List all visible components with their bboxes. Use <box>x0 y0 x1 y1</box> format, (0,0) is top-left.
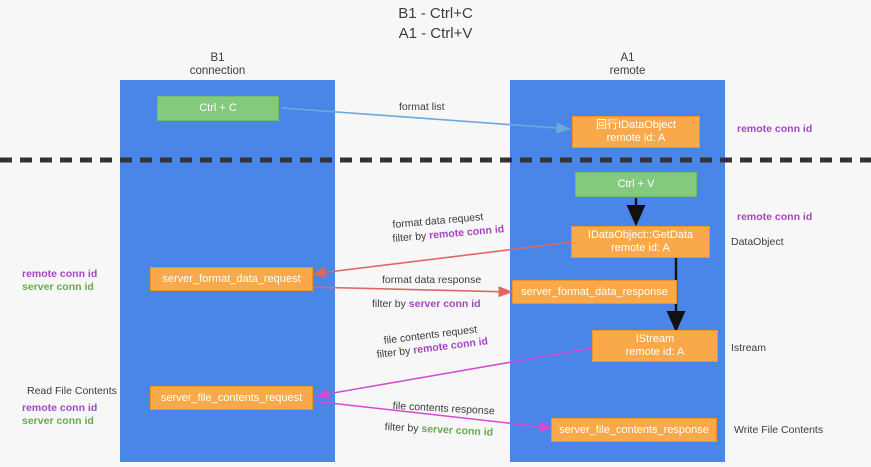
page-title: B1 - Ctrl+C A1 - Ctrl+V <box>398 5 473 42</box>
annotation-read-file-contents: Read File Contents <box>27 385 117 397</box>
label-format-data-response-filter: filter by server conn id <box>372 298 481 311</box>
node-ctrl-v[interactable]: Ctrl + V <box>575 172 697 197</box>
filter-prefix: filter by <box>384 421 422 435</box>
label-format-list: format list <box>399 101 445 113</box>
node-server-format-data-response[interactable]: server_format_data_response <box>512 280 677 304</box>
annotation-left-remote-conn-id-mid: remote conn id <box>22 268 98 280</box>
node-server-file-contents-response[interactable]: server_file_contents_response <box>551 418 717 442</box>
filter-value: server conn id <box>408 298 481 310</box>
annotation-dataobject: DataObject <box>731 236 784 248</box>
annotation-left-server-conn-id-bottom: server conn id <box>22 415 94 427</box>
column-header-b1: B1 connection <box>189 52 246 77</box>
node-idataobject-getdata[interactable]: IDataObject::GetData remote id: A <box>571 226 710 258</box>
node-ctrl-c[interactable]: Ctrl + C <box>157 96 279 121</box>
node-istream[interactable]: IStream remote id: A <box>592 330 718 362</box>
annotation-left-server-conn-id-mid: server conn id <box>22 281 94 293</box>
annotation-istream: Istream <box>731 342 767 354</box>
annotation-remote-conn-id-top: remote conn id <box>737 123 813 135</box>
filter-prefix: filter by <box>376 344 414 361</box>
node-server-file-contents-request[interactable]: server_file_contents_request <box>150 386 313 410</box>
column-header-a1: A1 remote <box>609 52 646 77</box>
filter-value: server conn id <box>421 422 494 439</box>
label-file-contents-response: file contents response <box>392 400 496 418</box>
filter-prefix: filter by <box>392 229 430 245</box>
label-format-data-response: format data response <box>382 274 482 286</box>
label-file-contents-response-filter: filter by server conn id <box>384 421 493 440</box>
node-idataobject[interactable]: 回行IDataObject remote id: A <box>572 116 700 148</box>
annotation-write-file-contents: Write File Contents <box>734 424 824 436</box>
annotation-remote-conn-id-mid: remote conn id <box>737 211 813 223</box>
annotation-left-remote-conn-id-bottom: remote conn id <box>22 402 98 414</box>
arrow-format-data-response <box>307 286 513 298</box>
node-server-format-data-request[interactable]: server_format_data_request <box>150 267 313 291</box>
filter-prefix: filter by <box>372 298 409 310</box>
